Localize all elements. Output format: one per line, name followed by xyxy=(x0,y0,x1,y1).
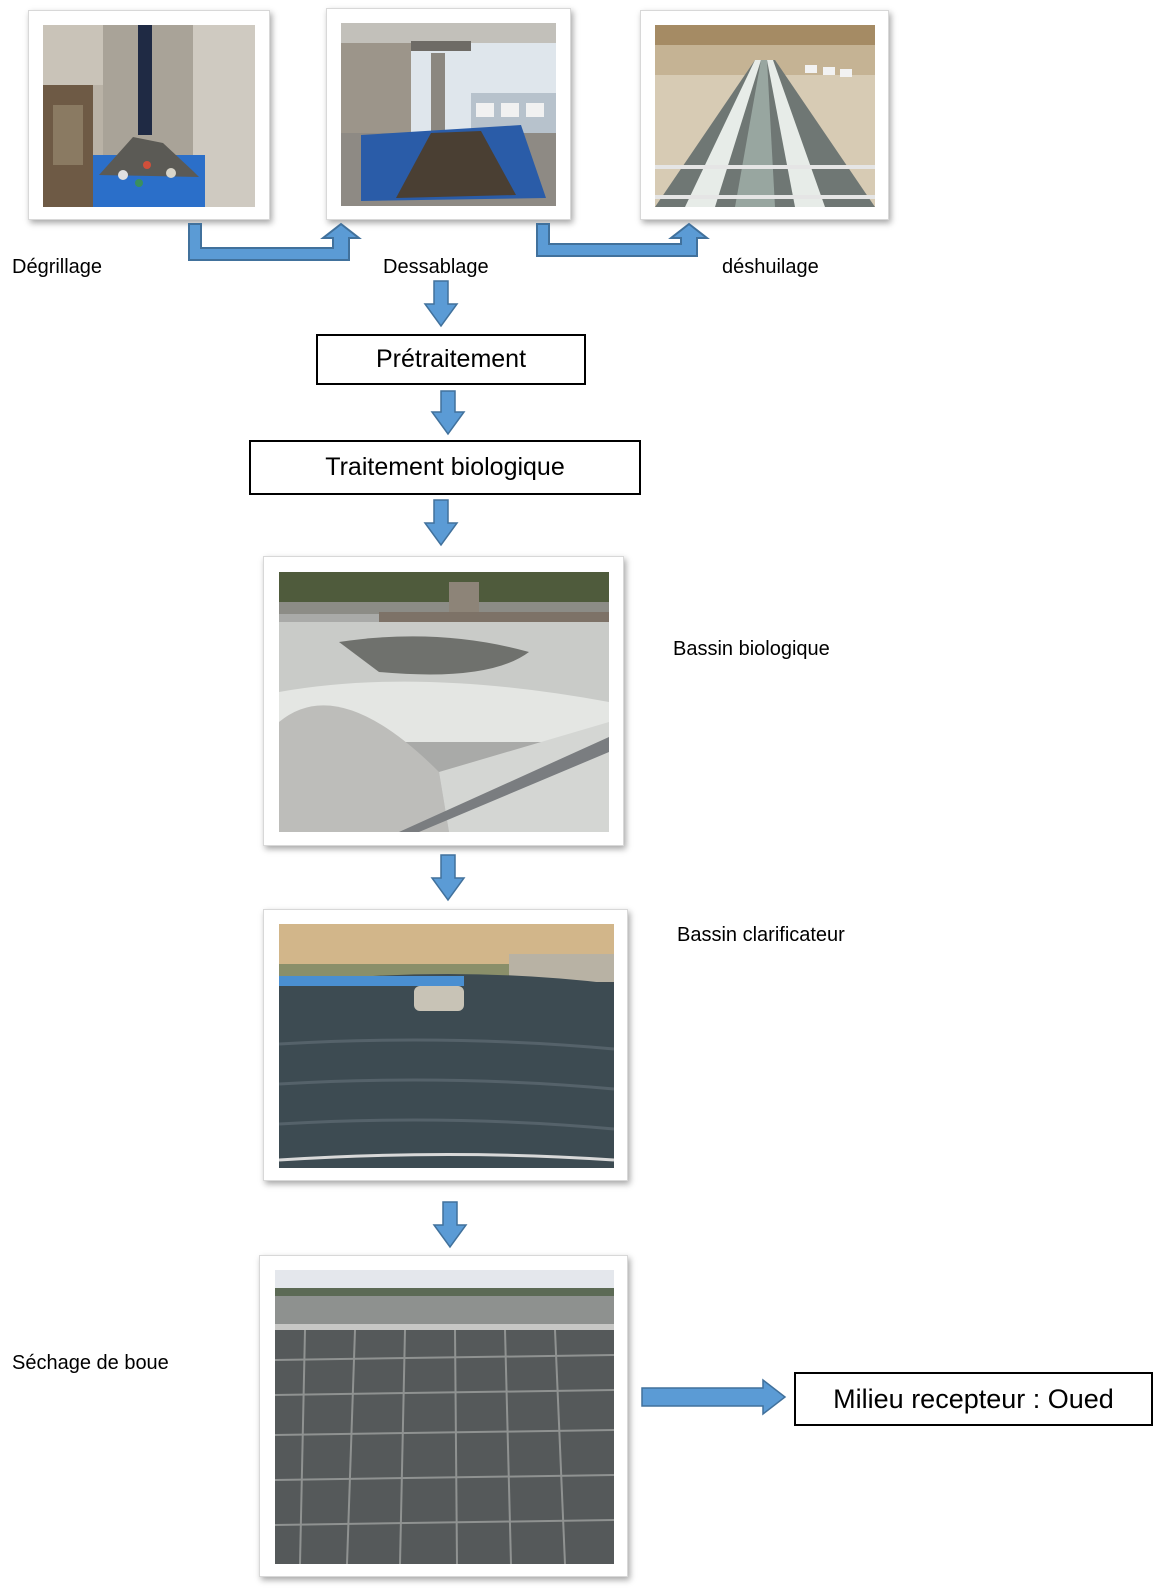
traitement-biologique-label: Traitement biologique xyxy=(325,453,565,481)
down-arrow-to-bassin-biologique xyxy=(423,499,459,547)
oil-removal-channels-photo xyxy=(655,25,875,207)
down-arrow-to-sechage-de-boue xyxy=(432,1201,468,1249)
down-arrow-to-bassin-clarificateur xyxy=(430,854,466,902)
grit-removal-skip-photo xyxy=(341,23,556,206)
dessablage-label: Dessablage xyxy=(383,256,489,278)
sechage-de-boue-label: Séchage de boue xyxy=(12,1352,169,1374)
sechage-de-boue-photo-frame xyxy=(259,1255,628,1577)
bassin-biologique-label: Bassin biologique xyxy=(673,638,830,660)
pretraitement-label: Prétraitement xyxy=(375,345,527,373)
bassin-clarificateur-label: Bassin clarificateur xyxy=(677,924,845,946)
deshuilage-photo-frame xyxy=(640,10,889,220)
aeration-basin-photo xyxy=(279,572,609,832)
milieu-recepteur-box: Milieu recepteur : Oued xyxy=(794,1372,1153,1426)
screening-skip-photo xyxy=(43,25,255,207)
clarifier-basin-photo xyxy=(279,924,614,1168)
dessablage-photo-frame xyxy=(326,8,571,220)
degrillage-label: Dégrillage xyxy=(12,256,103,278)
sludge-drying-bed-photo xyxy=(275,1270,614,1564)
right-arrow-to-milieu-recepteur xyxy=(641,1378,787,1416)
bassin-clarificateur-photo-frame xyxy=(263,909,628,1181)
traitement-biologique-box: Traitement biologique xyxy=(249,440,641,495)
pretraitement-box: Prétraitement xyxy=(316,334,586,385)
down-arrow-to-traitement-biologique xyxy=(430,390,466,436)
deshuilage-label: déshuilage xyxy=(722,256,819,278)
bassin-biologique-photo-frame xyxy=(263,556,624,846)
degrillage-photo-frame xyxy=(28,10,270,220)
down-arrow-to-pretraitement xyxy=(423,280,459,328)
elbow-arrow-dessablage-to-deshuilage xyxy=(536,222,710,257)
elbow-arrow-degrillage-to-dessablage xyxy=(188,222,362,261)
milieu-recepteur-label: Milieu recepteur : Oued xyxy=(833,1383,1114,1414)
